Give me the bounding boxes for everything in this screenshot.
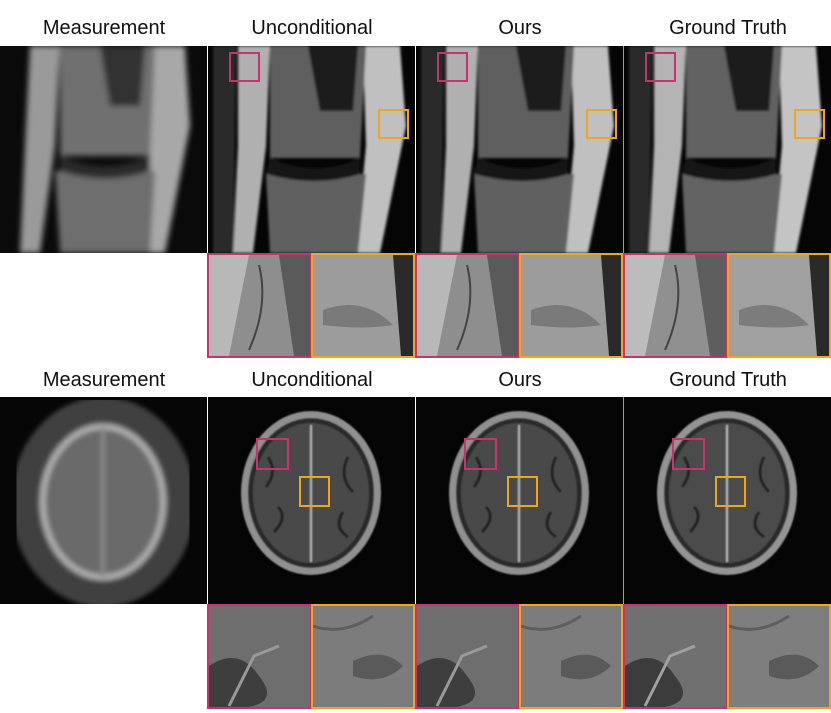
brain-unconditional-orange-crop xyxy=(311,604,415,709)
orange-zoom-box xyxy=(378,109,409,139)
column-label-unconditional: Unconditional xyxy=(251,17,373,39)
brain-ours-orange-crop xyxy=(519,604,623,709)
brain-ground-truth-red-crop xyxy=(623,604,728,709)
knee-unconditional-orange-crop xyxy=(311,253,415,358)
column-label-ours: Ours xyxy=(498,17,542,39)
knee-ours-red-crop xyxy=(415,253,520,358)
column-label-ours: Ours xyxy=(498,369,542,391)
red-zoom-box xyxy=(645,52,676,82)
orange-zoom-box xyxy=(794,109,825,139)
brain-ours-image xyxy=(416,397,623,604)
orange-zoom-box xyxy=(507,476,538,507)
knee-ground-truth-red-crop xyxy=(623,253,728,358)
orange-zoom-box xyxy=(299,476,330,507)
knee-ours-orange-crop xyxy=(519,253,623,358)
column-label-unconditional: Unconditional xyxy=(251,369,373,391)
brain-unconditional-image xyxy=(208,397,415,604)
panel-divider xyxy=(623,46,624,253)
red-zoom-box xyxy=(229,52,260,82)
column-label-ground-truth: Ground Truth xyxy=(669,369,787,391)
knee-ground-truth-image xyxy=(624,46,831,253)
knee-unconditional-red-crop xyxy=(207,253,312,358)
column-label-measurement: Measurement xyxy=(42,17,166,39)
brain-measurement-image xyxy=(0,397,207,604)
brain-ground-truth-orange-crop xyxy=(727,604,831,709)
red-zoom-box xyxy=(256,438,289,470)
panel-divider xyxy=(623,397,624,604)
knee-measurement-image xyxy=(0,46,207,253)
knee-ours-image xyxy=(416,46,623,253)
brain-ground-truth-image xyxy=(624,397,831,604)
red-zoom-box xyxy=(437,52,468,82)
brain-unconditional-red-crop xyxy=(207,604,312,709)
knee-unconditional-image xyxy=(208,46,415,253)
brain-ours-red-crop xyxy=(415,604,520,709)
orange-zoom-box xyxy=(715,476,746,507)
column-label-ground-truth: Ground Truth xyxy=(669,17,787,39)
red-zoom-box xyxy=(672,438,705,470)
column-label-measurement: Measurement xyxy=(42,369,166,391)
orange-zoom-box xyxy=(586,109,617,139)
knee-ground-truth-orange-crop xyxy=(727,253,831,358)
red-zoom-box xyxy=(464,438,497,470)
